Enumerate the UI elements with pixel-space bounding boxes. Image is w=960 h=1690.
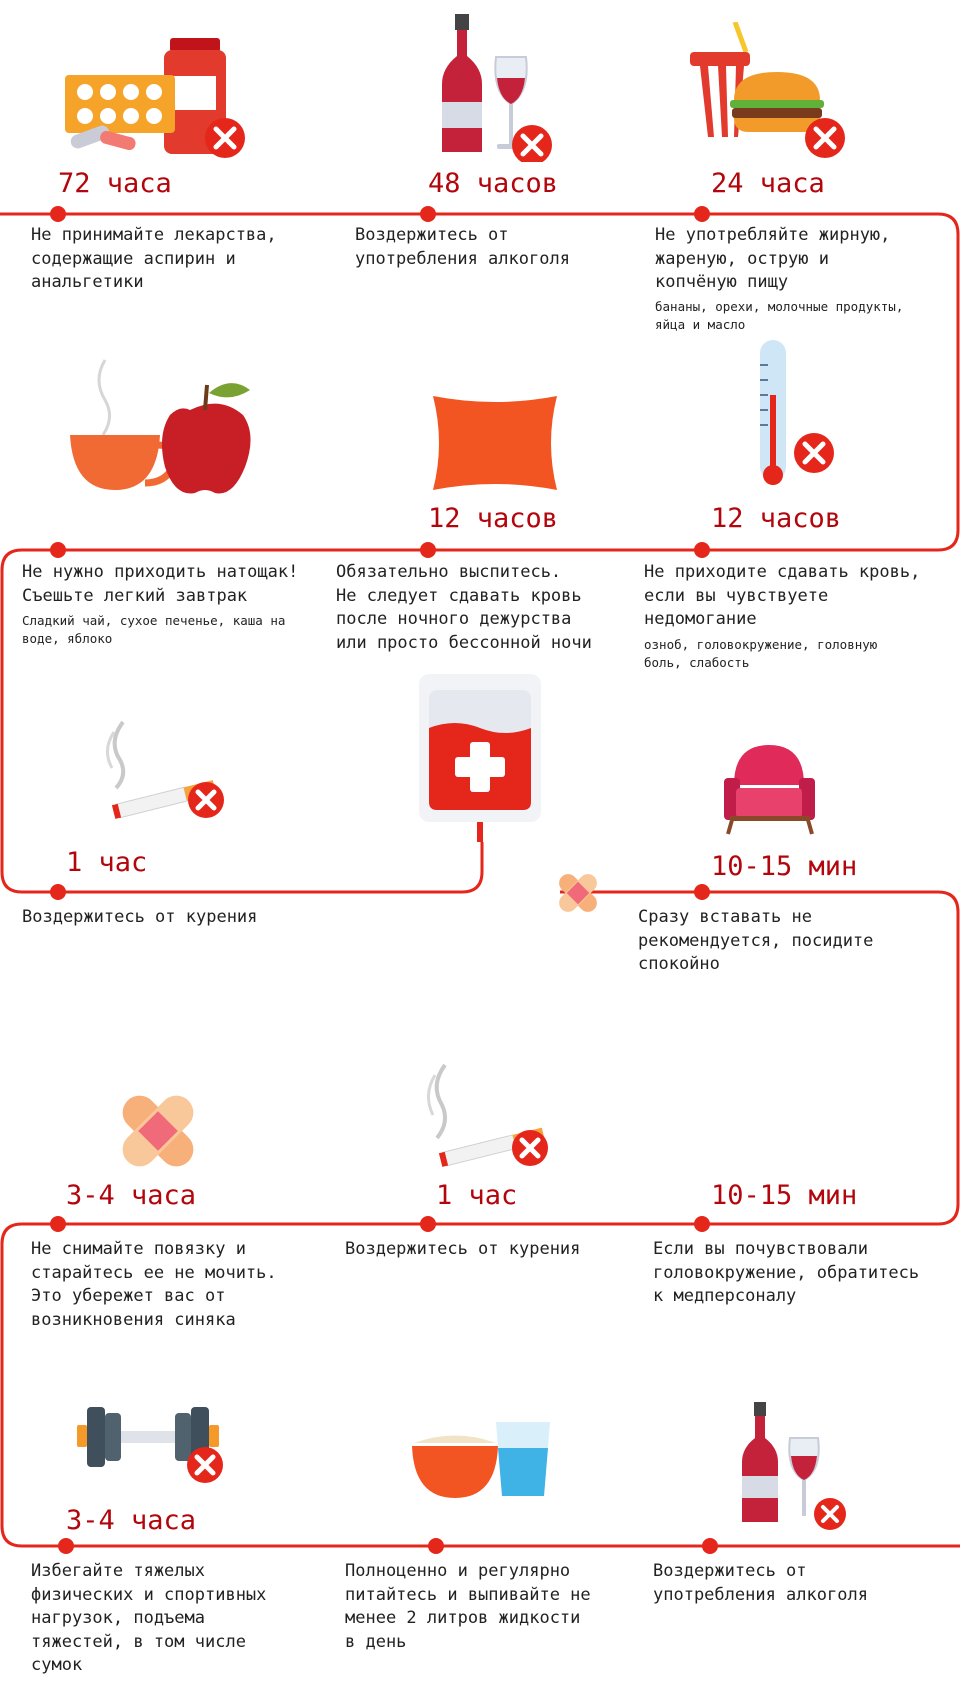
- fast-food-icon: [690, 22, 845, 158]
- armchair-icon: [724, 745, 815, 835]
- step-description: Не приходите сдавать кровь,если вы чувст…: [644, 562, 921, 629]
- timeline-line: [0, 890, 960, 1548]
- timeline-dot: [50, 542, 66, 558]
- timeline-dot: [694, 206, 710, 222]
- step-description: Обязательно выспитесь.Не следует сдавать…: [336, 562, 592, 653]
- timeline-dot: [428, 1538, 444, 1554]
- step-time: 48 часов: [428, 168, 559, 199]
- step-time: 1 час: [66, 847, 148, 878]
- timeline-dots: [50, 206, 718, 1554]
- wine-icon: [742, 1402, 846, 1530]
- step-description: Воздержитесь от курения: [345, 1239, 581, 1259]
- bandage-icon: [122, 1095, 194, 1167]
- step-description: Не принимайте лекарства,содержащие аспир…: [31, 225, 277, 292]
- timeline-dot: [694, 1216, 710, 1232]
- step-time: 72 часа: [58, 168, 172, 199]
- step-time: 24 часа: [711, 168, 825, 199]
- step-time: 10-15 мин: [711, 851, 858, 882]
- blood-bag-icon: [419, 674, 541, 842]
- timeline-dot: [694, 884, 710, 900]
- step-note: бананы, орехи, молочные продукты,яйца и …: [655, 299, 904, 332]
- timeline-dot: [420, 206, 436, 222]
- dumbbell-icon: [77, 1407, 223, 1483]
- step-time: 1 час: [436, 1180, 518, 1211]
- timeline-dot: [50, 1216, 66, 1232]
- timeline-dot: [702, 1538, 718, 1554]
- pills-icon: [65, 38, 245, 158]
- cigarette-icon: [427, 1063, 548, 1167]
- timeline-dot: [58, 1538, 74, 1554]
- timeline-dot: [420, 1216, 436, 1232]
- wine-icon: [442, 14, 552, 162]
- cigarette-icon: [106, 720, 224, 819]
- step-time: 12 часов: [428, 503, 559, 534]
- thermometer-icon: [760, 340, 834, 485]
- step-description: Не нужно приходить натощак!Съешьте легки…: [22, 562, 299, 606]
- timeline-dot: [694, 542, 710, 558]
- timeline-dot: [50, 206, 66, 222]
- step-time: 3-4 часа: [66, 1180, 197, 1211]
- timeline-line: [0, 212, 960, 894]
- step-time: 12 часов: [711, 503, 842, 534]
- step-time: 3-4 часа: [66, 1505, 197, 1536]
- step-time: 10-15 мин: [711, 1180, 858, 1211]
- timeline-dot: [50, 884, 66, 900]
- timeline-dot: [420, 542, 436, 558]
- step-description: Не употребляйте жирную,жареную, острую и…: [655, 225, 891, 292]
- food-water-icon: [412, 1422, 550, 1498]
- step-description: Воздержитесь от курения: [22, 907, 258, 927]
- tea-apple-icon: [70, 359, 251, 494]
- bandage-icon: [559, 874, 597, 912]
- pillow-icon: [433, 396, 557, 490]
